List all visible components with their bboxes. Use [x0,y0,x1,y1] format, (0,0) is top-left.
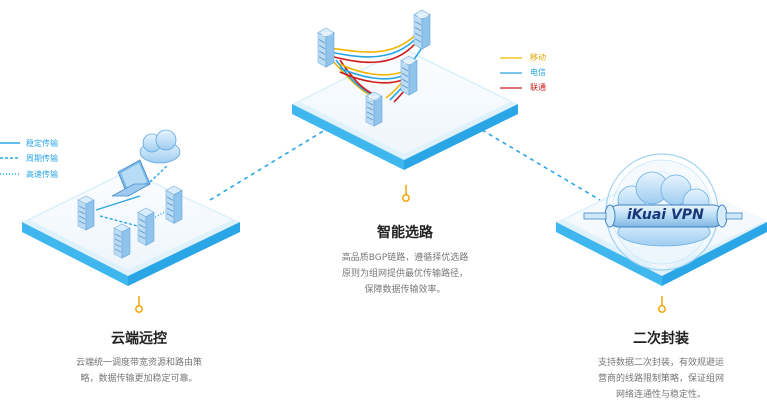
vpn-label: iKuai VPN [627,207,704,223]
legend-label-mobile: 移动 [530,53,546,62]
server-label: BGP [322,32,333,38]
connector-left [209,129,326,201]
desc-line: 高品质BGP链路，遵循择优选路 [341,253,469,263]
remote-cloud-icon [139,129,181,164]
pin-cloud-control [135,295,143,313]
desc-line: 原则为组网提供最优传输路径， [341,269,468,279]
desc-line: 略，数据传输更加稳定可靠。 [80,374,198,384]
platform-cloud-control [22,170,240,286]
pin-smart-route [402,184,410,202]
legend-label-telecom: 电信 [530,68,546,77]
server-label: BGP [369,96,380,102]
desc-line: 营商的线路限制策略，保证组网 [597,374,724,384]
desc-line: 保障数据传输效率。 [364,285,446,295]
left-legend [0,142,20,175]
section-desc-smart-route: 高品质BGP链路，遵循择优选路 原则为组网提供最优传输路径， 保障数据传输效率。 [315,250,495,298]
legend-label-unicom: 联通 [530,83,546,92]
legend-label-stable: 稳定传输 [26,139,58,148]
server-bgp-3: BGP [400,55,418,96]
desc-line: 云端统一调度带宽资源和路由策 [75,358,202,368]
server-bgp-4: BGP [365,91,383,127]
server-bgp-2: BGP [413,9,431,50]
desc-line: 支持数据二次封装，有效规避运 [597,358,724,368]
laptop-icon [111,159,151,197]
section-desc-cloud-control: 云端统一调度带宽资源和路由策 略，数据传输更加稳定可靠。 [49,355,229,387]
section-title-double-encap: 二次封装 [633,331,689,347]
section-title-cloud-control: 云端远控 [111,331,167,347]
section-desc-double-encap: 支持数据二次封装，有效规避运 营商的线路限制策略，保证组网 网络连通性与稳定性。 [571,355,751,403]
section-title-smart-route: 智能选路 [377,225,433,241]
desc-line: 网络连通性与稳定性。 [615,390,706,400]
server-label: BGP [418,14,429,20]
legend-label-periodic: 周期传输 [26,154,58,163]
top-legend [500,57,522,89]
pin-double-encap [658,295,666,313]
server-bgp-1: BGP [317,27,335,68]
vpn-tunnel [583,204,743,228]
connector-right [481,129,601,201]
server-label: BGP [404,60,415,66]
transfer-lines [95,164,173,229]
legend-label-fast: 高速传输 [26,170,58,179]
